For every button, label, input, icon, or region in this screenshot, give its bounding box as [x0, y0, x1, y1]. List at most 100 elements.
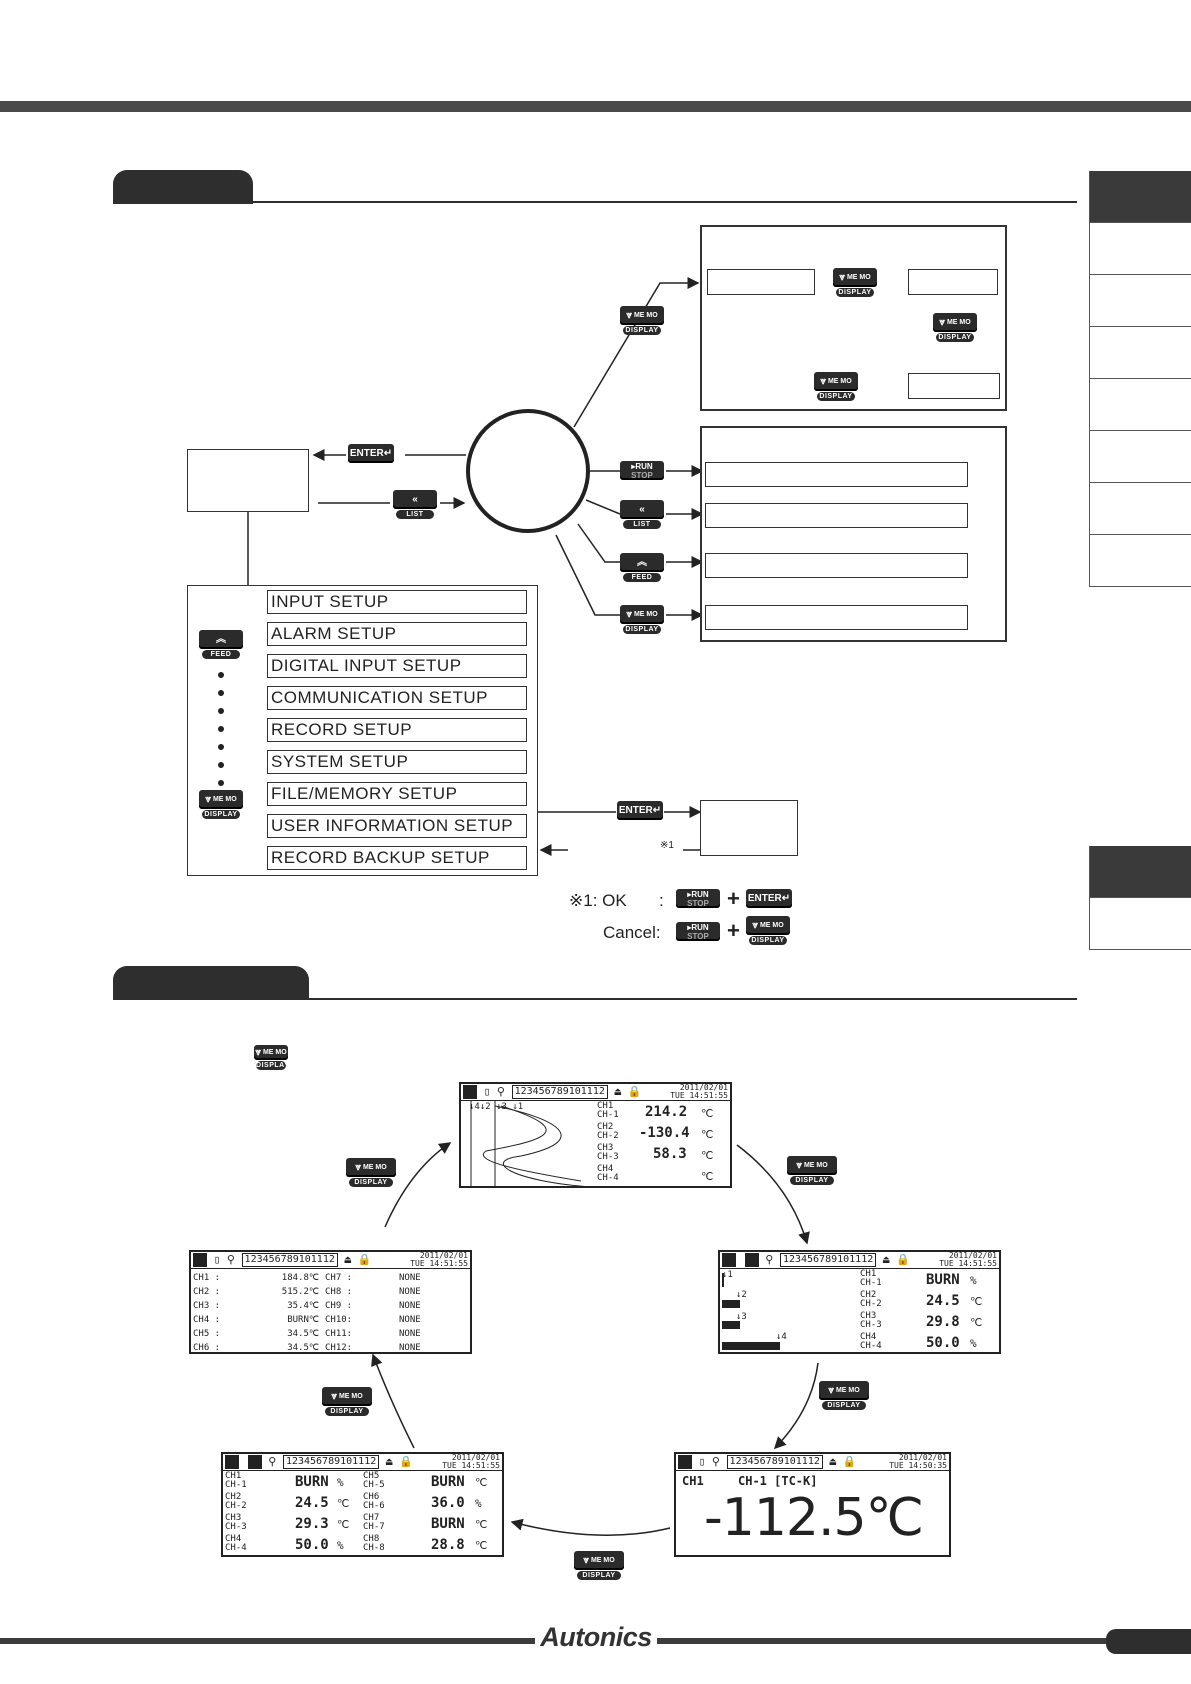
memo-display-key[interactable]: ⩔ ME MO DISPLAY [620, 605, 664, 634]
list-result-box [705, 503, 968, 528]
menu-file-memory-setup[interactable]: FILE/MEMORY SETUP [267, 782, 527, 806]
memo-display-key[interactable]: ⩔ ME MO DISPLAY [620, 306, 664, 335]
menu-digital-input-setup[interactable]: DIGITAL INPUT SETUP [267, 654, 527, 678]
enter-key[interactable]: ENTER↵ [617, 801, 663, 820]
memo-display-key[interactable]: ⩔ ME MO DISPLAY [933, 313, 977, 342]
chevron-up-icon: ︽ [199, 630, 243, 649]
section-rule-1 [113, 201, 1077, 203]
side-index-tab[interactable] [1089, 327, 1191, 379]
display-mode-box-a [707, 269, 815, 295]
menu-alarm-setup[interactable]: ALARM SETUP [267, 622, 527, 646]
note-ok-label: ※1: OK [569, 891, 627, 910]
memo-display-key[interactable]: ⩔ ME MO DISPLAY [814, 372, 858, 401]
ellipsis-dot [218, 672, 224, 678]
chevron-down-icon: ⩔ ME MO [574, 1551, 624, 1570]
enter-icon: ENTER↵ [348, 444, 394, 463]
list-key[interactable]: « LIST [620, 500, 664, 529]
autonics-logo: Autonics [540, 1622, 652, 1652]
lock-icon: 🔒 [627, 1085, 642, 1098]
double-chevron-left-icon: « [620, 500, 664, 519]
side-index-tab[interactable] [1089, 535, 1191, 587]
twelve-left-readings: CH1 :184.8℃ CH2 :515.2℃ CH3 :35.4℃ CH4 :… [193, 1273, 319, 1353]
menu-communication-setup[interactable]: COMMUNICATION SETUP [267, 686, 527, 710]
display-mode-box-c [908, 373, 1000, 399]
chevron-down-icon: ⩔ ME MO [814, 372, 858, 391]
ellipsis-dot [218, 726, 224, 732]
memo-display-key[interactable]: ⩔ ME MO DISPLAY [574, 1551, 624, 1580]
single-ch-value: -112.5℃ [704, 1488, 924, 1548]
side-index-tab[interactable] [1089, 431, 1191, 483]
section-rule-2 [113, 998, 1077, 1000]
usb-icon: ⚲ [496, 1085, 505, 1098]
feed-key[interactable]: ︽ FEED [199, 630, 243, 659]
memo-display-key[interactable]: ⩔ ME MO DISPLAY [819, 1381, 869, 1410]
ellipsis-dot [218, 780, 224, 786]
side-index-tab[interactable] [1089, 483, 1191, 535]
menu-input-setup[interactable]: INPUT SETUP [267, 590, 527, 614]
menu-system-setup[interactable]: SYSTEM SETUP [267, 750, 527, 774]
footer-bar-right [657, 1638, 1107, 1644]
trend-graph [470, 1101, 586, 1186]
top-bar [0, 101, 1191, 112]
chevron-down-icon: ⩔ ME MO [620, 306, 664, 325]
side-index-tab[interactable] [1089, 275, 1191, 327]
chevron-down-icon: ⩔ ME MO [819, 1381, 869, 1400]
memo-display-key[interactable]: ⩔ ME MO DISPLAY [746, 916, 790, 945]
memo-display-key[interactable]: ⩔ ME MO DISPLAY [322, 1387, 372, 1416]
enter-key[interactable]: ENTER↵ [746, 889, 792, 908]
plus-sign: + [727, 918, 740, 943]
side-index-tab[interactable] [1089, 223, 1191, 275]
chevron-up-icon: ︽ [620, 553, 664, 572]
memo-display-key[interactable]: ⩔ ME MO DISPLAY [346, 1158, 396, 1187]
menu-record-setup[interactable]: RECORD SETUP [267, 718, 527, 742]
feed-key[interactable]: ︽ FEED [620, 553, 664, 582]
memo-display-key[interactable]: ⩔ ME MO DISPLAY [787, 1156, 837, 1185]
menu-record-backup-setup[interactable]: RECORD BACKUP SETUP [267, 846, 527, 870]
chevron-down-icon: ⩔ ME MO [199, 790, 243, 809]
feed-result-box [705, 553, 968, 578]
setup-menu-panel [187, 585, 538, 876]
double-chevron-left-icon: « [393, 490, 437, 509]
chevron-down-icon: ⩔ ME MO [620, 605, 664, 624]
page-number-tab [1106, 1629, 1191, 1654]
chevron-down-icon: ⩔ ME MO [787, 1156, 837, 1175]
side-index-tab-active[interactable] [1089, 171, 1191, 223]
ellipsis-dot [218, 744, 224, 750]
list-key[interactable]: « LIST [393, 490, 437, 519]
side-index-tab[interactable] [1089, 379, 1191, 431]
plus-sign: + [727, 886, 740, 911]
memo-display-key[interactable]: ⩔ ME MO DISPLAY [254, 1045, 290, 1070]
enter-icon: ENTER↵ [746, 889, 792, 908]
note-ok-colon: : [659, 891, 664, 910]
section-tab-1 [113, 170, 253, 204]
side-index-tab[interactable] [1089, 898, 1191, 950]
chevron-down-icon: ⩔ ME MO [746, 916, 790, 935]
memo-display-key[interactable]: ⩔ ME MO DISPLAY [199, 790, 243, 819]
chevron-down-icon: ⩔ ME MO [933, 313, 977, 332]
memo-display-key[interactable]: ⩔ ME MO DISPLAY [833, 268, 877, 297]
side-index-tab-active[interactable] [1089, 846, 1191, 898]
twelve-right-readings: CH7 :NONE CH8 :NONE CH9 :NONE CH10:NONE … [325, 1273, 421, 1353]
enter-key[interactable]: ENTER↵ [348, 444, 394, 463]
note-mark-1: ※1 [660, 840, 674, 851]
menu-user-information-setup[interactable]: USER INFORMATION SETUP [267, 814, 527, 838]
chevron-down-icon: ⩔ ME MO [346, 1158, 396, 1177]
ellipsis-dot [218, 762, 224, 768]
chevron-down-icon: ⩔ ME MO [833, 268, 877, 287]
